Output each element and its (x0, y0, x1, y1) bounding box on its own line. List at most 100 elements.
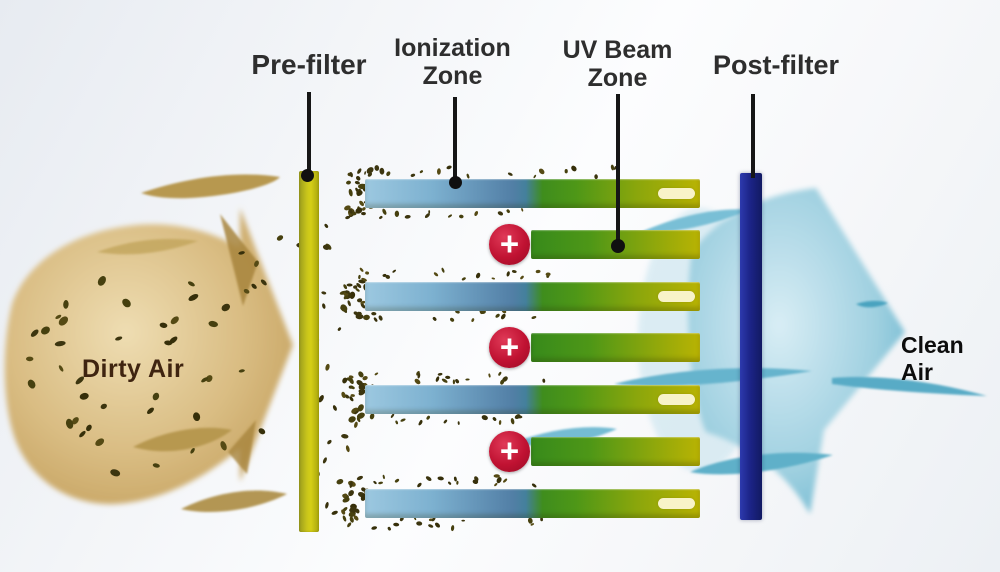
pre-filter-bar (299, 171, 319, 532)
dust-speck (362, 375, 368, 381)
dirty-swoosh (97, 238, 198, 255)
dust-speck (472, 479, 479, 484)
dust-speck (514, 414, 521, 420)
dust-speck (357, 168, 362, 174)
dust-speck (500, 313, 506, 320)
clean-air-label: Clean Air (901, 332, 964, 385)
dust-speck (350, 394, 355, 397)
dust-speck (564, 169, 568, 174)
dust-speck (327, 439, 332, 445)
dust-speck (75, 376, 84, 385)
plate-indicator-dash (658, 498, 695, 509)
dust-speck (164, 340, 173, 346)
dust-speck (348, 208, 353, 214)
dust-speck (498, 420, 502, 425)
dust-speck (366, 167, 374, 174)
dust-speck (361, 207, 366, 211)
dust-speck (385, 274, 391, 279)
dust-speck (201, 377, 209, 383)
dust-speck (355, 288, 360, 292)
dust-speck (436, 168, 441, 175)
dust-speck (494, 482, 498, 487)
uv-beam-zone-label: UV Beam Zone (545, 36, 690, 92)
dust-speck (341, 434, 349, 439)
dust-speck (400, 418, 406, 422)
dust-speck (347, 300, 351, 307)
dust-speck (545, 272, 551, 277)
dust-speck (527, 517, 533, 524)
dust-speck (347, 522, 352, 528)
dust-speck (348, 416, 356, 423)
leader-line-post-filter (751, 94, 755, 178)
dust-speck (41, 326, 50, 335)
plus-icon: + (499, 225, 520, 262)
dust-speck (254, 260, 259, 267)
dust-speck (414, 378, 421, 385)
dust-speck (465, 378, 470, 381)
dust-speck (341, 391, 346, 399)
dust-speck (378, 481, 383, 485)
dust-speck (424, 213, 430, 219)
dust-speck (221, 303, 231, 312)
dust-speck (445, 375, 451, 380)
dust-speck (419, 170, 424, 174)
dust-speck (448, 214, 452, 218)
dust-speck (354, 181, 360, 185)
dust-speck (348, 377, 354, 384)
dust-speck (27, 379, 36, 389)
dust-speck (418, 420, 423, 426)
uv-beam-zone-label-line2: Zone (587, 64, 648, 92)
dust-speck (355, 508, 360, 514)
dust-speck (361, 277, 367, 282)
dust-speck (531, 483, 537, 488)
dust-speck (394, 210, 400, 217)
dust-speck (341, 509, 346, 515)
dust-speck (344, 394, 350, 399)
dust-speck (340, 304, 348, 312)
plate-indicator-dash (658, 188, 695, 199)
dust-speck (435, 376, 440, 382)
dust-speck (535, 269, 541, 274)
dust-speck (371, 311, 377, 316)
dust-speck (425, 476, 432, 481)
leader-dot-pre-filter (301, 169, 314, 182)
dust-speck (331, 510, 338, 515)
ionization-zone-label-line2: Zone (422, 62, 483, 90)
dust-speck (369, 413, 375, 420)
dust-speck (506, 209, 510, 214)
dust-speck (417, 373, 421, 379)
dust-speck (322, 457, 327, 464)
dust-speck (456, 480, 459, 485)
post-filter-bar (740, 173, 762, 520)
dust-speck (159, 322, 168, 328)
dust-speck (86, 424, 92, 432)
dust-speck (359, 200, 365, 207)
uv-beam-zone-label-line1: UV Beam (562, 36, 673, 64)
dust-speck (374, 165, 380, 171)
leader-dot-ionization (449, 176, 462, 189)
dust-speck (348, 490, 354, 497)
dust-speck (500, 379, 505, 385)
dust-speck (58, 316, 69, 326)
clean-swoosh (641, 209, 750, 233)
collector-plate (365, 489, 700, 518)
collector-plate (365, 282, 700, 311)
dust-speck (571, 165, 577, 172)
dust-speck (410, 173, 416, 177)
dust-speck (395, 420, 399, 425)
dust-speck (337, 327, 342, 331)
dust-speck (361, 211, 366, 216)
dust-speck (349, 171, 353, 178)
dust-speck (365, 271, 370, 275)
collector-plate (365, 179, 700, 208)
dust-speck (350, 385, 355, 390)
dust-speck (471, 318, 475, 323)
dirty-swoosh (181, 490, 287, 513)
dust-speck (170, 316, 179, 325)
dust-speck (417, 482, 422, 488)
dust-speck (382, 273, 387, 277)
dust-speck (437, 372, 443, 376)
dust-speck (358, 389, 366, 396)
dust-speck (349, 481, 353, 488)
